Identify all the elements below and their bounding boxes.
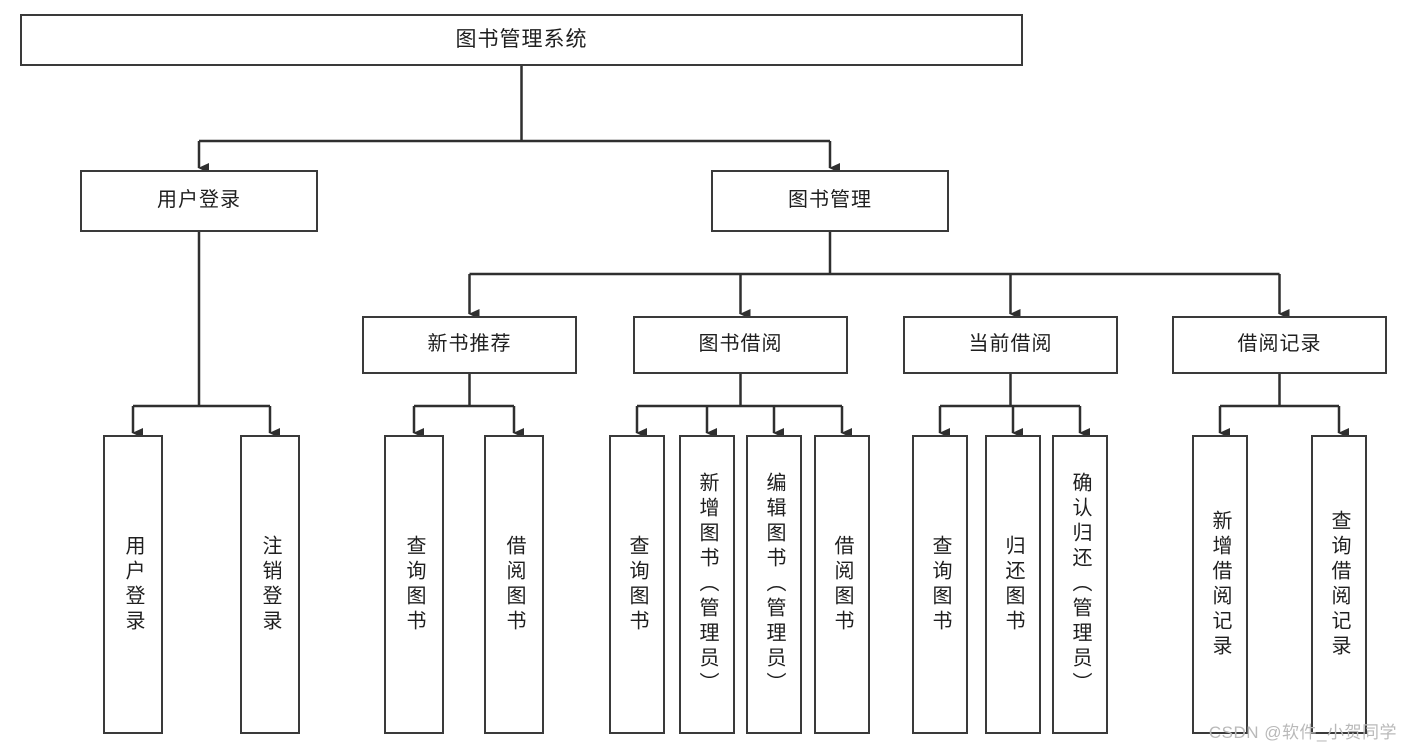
node-l6[interactable]: 新增图书（管理员） — [679, 435, 735, 734]
node-l13[interactable]: 查询借阅记录 — [1311, 435, 1367, 734]
node-l3[interactable]: 查询图书 — [384, 435, 444, 734]
node-root[interactable]: 图书管理系统 — [20, 14, 1023, 66]
node-label: 注销登录 — [259, 534, 281, 635]
node-current[interactable]: 当前借阅 — [903, 316, 1118, 374]
node-borrow[interactable]: 图书借阅 — [633, 316, 848, 374]
node-record[interactable]: 借阅记录 — [1172, 316, 1387, 374]
node-l2[interactable]: 注销登录 — [240, 435, 300, 734]
node-label: 当前借阅 — [968, 333, 1053, 356]
node-label: 用户登录 — [157, 189, 241, 212]
node-label: 查询图书 — [929, 534, 951, 635]
node-l10[interactable]: 归还图书 — [985, 435, 1041, 734]
node-label: 图书借阅 — [698, 333, 783, 356]
node-l5[interactable]: 查询图书 — [609, 435, 665, 734]
edge-paths — [131, 66, 1349, 438]
node-l7[interactable]: 编辑图书（管理员） — [746, 435, 802, 734]
node-l1[interactable]: 用户登录 — [103, 435, 163, 734]
node-newbook[interactable]: 新书推荐 — [362, 316, 577, 374]
node-label: 借阅图书 — [503, 534, 525, 635]
node-l8[interactable]: 借阅图书 — [814, 435, 870, 734]
node-l12[interactable]: 新增借阅记录 — [1192, 435, 1248, 734]
node-label: 借阅记录 — [1237, 333, 1322, 356]
node-l4[interactable]: 借阅图书 — [484, 435, 544, 734]
node-label: 查询图书 — [403, 534, 425, 635]
node-l11[interactable]: 确认归还（管理员） — [1052, 435, 1108, 734]
node-login[interactable]: 用户登录 — [80, 170, 318, 232]
node-label: 新书推荐 — [427, 333, 512, 356]
node-label: 借阅图书 — [831, 534, 853, 635]
node-label: 新增借阅记录 — [1209, 509, 1231, 660]
node-label: 图书管理 — [788, 189, 872, 212]
node-bookmgmt[interactable]: 图书管理 — [711, 170, 949, 232]
node-label: 归还图书 — [1002, 534, 1024, 635]
node-l9[interactable]: 查询图书 — [912, 435, 968, 734]
node-label: 编辑图书（管理员） — [763, 472, 785, 697]
node-label: 确认归还（管理员） — [1069, 472, 1091, 697]
node-label: 查询图书 — [626, 534, 648, 635]
node-label: 新增图书（管理员） — [696, 472, 718, 697]
node-label: 查询借阅记录 — [1328, 509, 1350, 660]
node-label: 用户登录 — [122, 534, 144, 635]
node-label: 图书管理系统 — [455, 27, 588, 51]
watermark-text: CSDN @软件_小贺同学 — [1208, 723, 1397, 742]
